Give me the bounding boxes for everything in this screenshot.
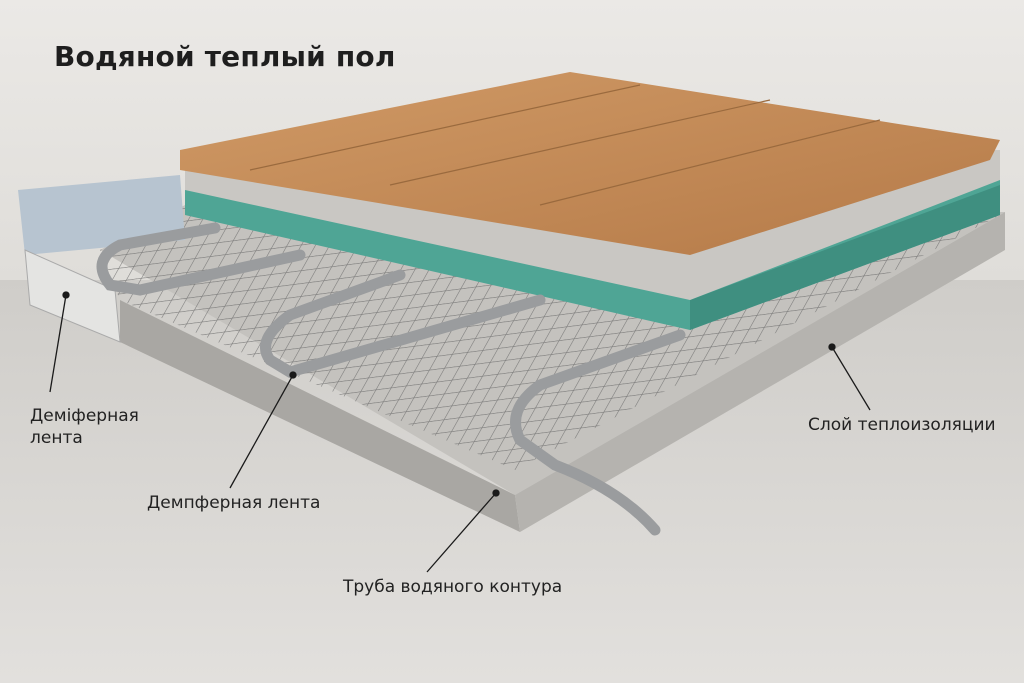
label-damper-tape-left: Деміферная лента [30,405,139,449]
damper-tape-plate [24,249,121,343]
leader-lines [49,291,871,573]
slab-front [120,300,520,532]
heating-pipe [96,222,686,536]
wood-flooring [180,72,1000,255]
damper-tape-wall [18,175,185,255]
wood-plank-seams [249,84,881,206]
label-line: Деміферная [30,406,139,426]
label-line: лента [30,428,83,448]
slab-side [515,212,1005,532]
label-damper-tape: Демпферная лента [147,493,321,513]
label-pipe: Труба водяного контура [343,577,563,597]
label-insulation: Слой теплоизоляции [808,415,996,435]
insulation-edge [690,185,1000,330]
page-title: Водяной теплый пол [54,40,396,73]
